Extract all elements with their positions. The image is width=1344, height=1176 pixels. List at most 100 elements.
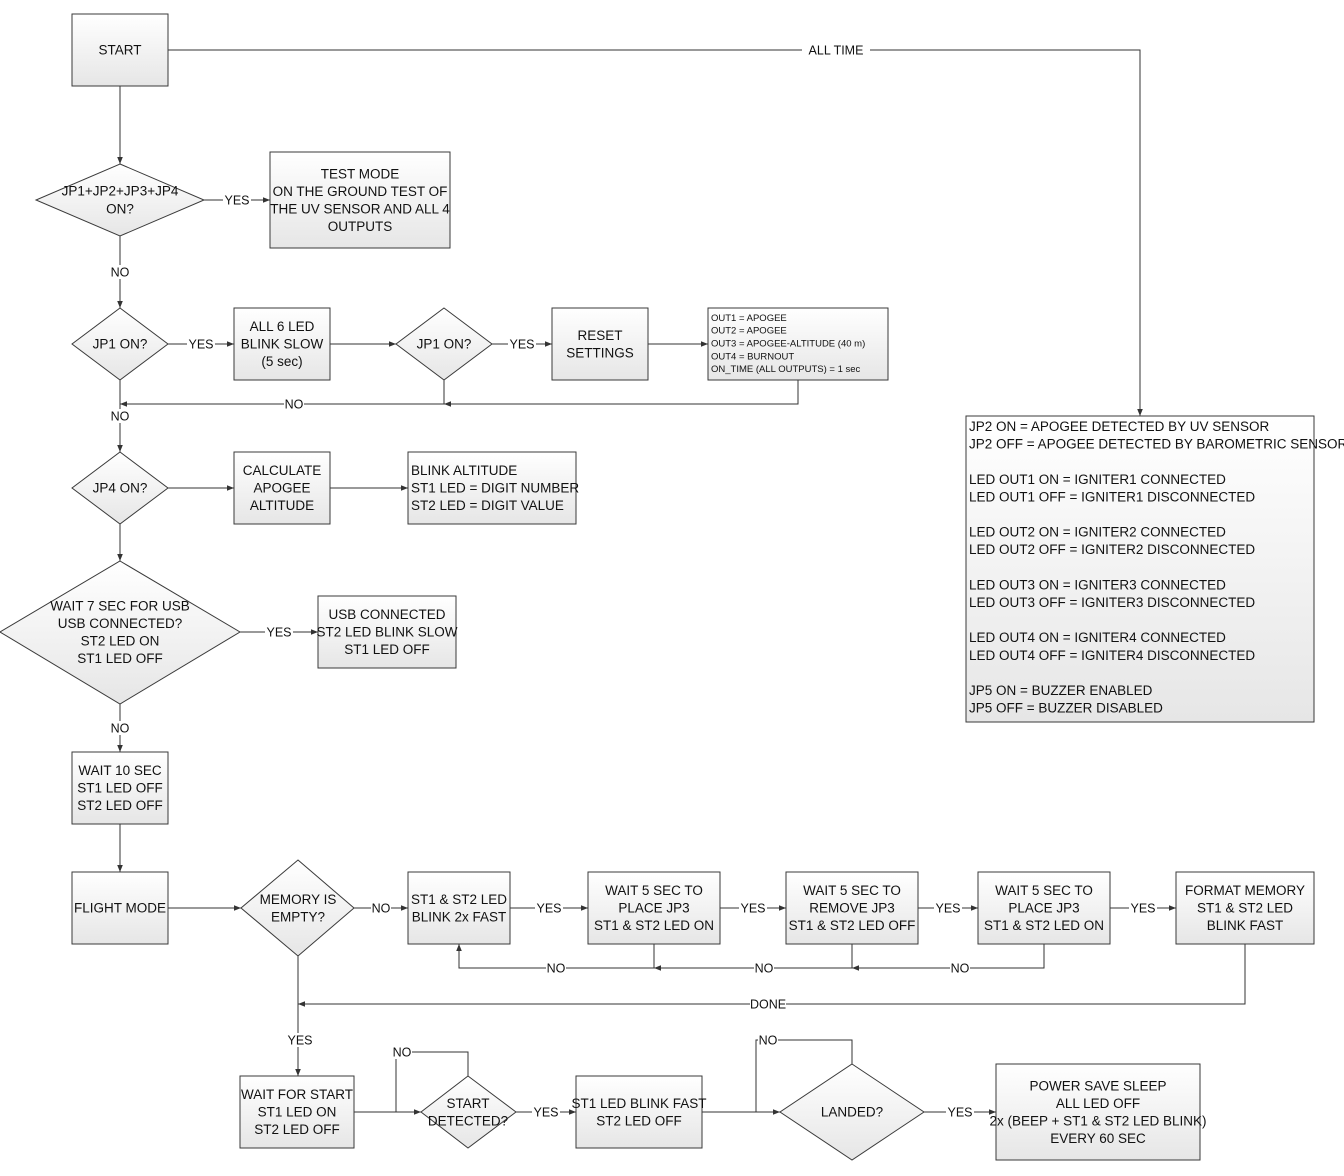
edge-label-bg bbox=[546, 961, 566, 975]
node-wait10 bbox=[71, 751, 169, 825]
node-text-jp-all: JP1+JP2+JP3+JP4 bbox=[62, 184, 179, 199]
node-text-test-mode: TEST MODE bbox=[321, 166, 400, 181]
node-flight bbox=[71, 871, 169, 945]
node-text-usb-wait: ST2 LED ON bbox=[81, 633, 160, 648]
edge-remove-no bbox=[654, 944, 853, 971]
edge-label-yes-place2: YES bbox=[1130, 902, 1155, 916]
edge-label-no-jp1a: NO bbox=[111, 410, 130, 424]
node-defaults bbox=[707, 307, 889, 381]
node-place2 bbox=[977, 871, 1111, 945]
node-usb-conn bbox=[317, 595, 457, 669]
node-text-wait-start: WAIT FOR START bbox=[241, 1087, 353, 1102]
legend-line: JP2 OFF = APOGEE DETECTED BY BAROMETRIC … bbox=[969, 437, 1344, 452]
node-text-st1-fast: ST1 LED BLINK FAST bbox=[571, 1096, 706, 1111]
node-text-sleep: 2x (BEEP + ST1 & ST2 LED BLINK) bbox=[990, 1113, 1207, 1128]
node-jp1-a bbox=[71, 307, 169, 381]
node-text-blink2x: ST1 & ST2 LED bbox=[411, 892, 507, 907]
node-sleep bbox=[995, 1063, 1201, 1161]
legend-line: LED OUT2 OFF = IGNITER2 DISCONNECTED bbox=[969, 542, 1255, 557]
node-jp-all bbox=[34, 163, 206, 237]
edge-label-yes-landed: YES bbox=[947, 1106, 972, 1120]
node-text-place1: PLACE JP3 bbox=[618, 901, 689, 916]
edge-label-no-remove: NO bbox=[755, 962, 774, 976]
node-text-usb-wait: ST1 LED OFF bbox=[77, 651, 163, 666]
node-text-format: FORMAT MEMORY bbox=[1185, 883, 1305, 898]
node-text-all6: BLINK SLOW bbox=[241, 337, 324, 352]
edge-label-yes-remove: YES bbox=[935, 902, 960, 916]
legend-line: LED OUT1 OFF = IGNITER1 DISCONNECTED bbox=[969, 489, 1255, 504]
node-remove bbox=[785, 871, 919, 945]
node-text-wait-start: ST2 LED OFF bbox=[254, 1122, 340, 1137]
node-text-format: BLINK FAST bbox=[1207, 918, 1284, 933]
edge-label-bg bbox=[371, 901, 391, 915]
node-text-remove: ST1 & ST2 LED OFF bbox=[789, 918, 916, 933]
node-jp1-b bbox=[395, 307, 493, 381]
edge-label-bg bbox=[508, 337, 536, 351]
node-text-remove: WAIT 5 SEC TO bbox=[803, 883, 901, 898]
node-landed bbox=[779, 1063, 925, 1161]
node-text-usb-wait: USB CONNECTED? bbox=[58, 616, 183, 631]
edge-label-no-landed: NO bbox=[759, 1034, 778, 1048]
legend-line: JP2 ON = APOGEE DETECTED BY UV SENSOR bbox=[969, 419, 1269, 434]
edge-label-yes-place1: YES bbox=[740, 902, 765, 916]
edge-label-bg bbox=[265, 625, 293, 639]
node-text-calc: ALTITUDE bbox=[250, 498, 314, 513]
node-text-all6: ALL 6 LED bbox=[250, 319, 315, 334]
node-text-st1-fast: ST2 LED OFF bbox=[596, 1113, 682, 1128]
node-text-calc: CALCULATE bbox=[243, 463, 322, 478]
node-text-sleep: EVERY 60 SEC bbox=[1050, 1131, 1146, 1146]
node-text-mem: MEMORY IS bbox=[260, 892, 337, 907]
node-text-usb-wait: WAIT 7 SEC FOR USB bbox=[50, 598, 190, 613]
edge-label-bg bbox=[223, 193, 251, 207]
edge-label-bg bbox=[187, 337, 215, 351]
node-text-wait10: WAIT 10 SEC bbox=[78, 763, 162, 778]
node-reset bbox=[551, 307, 649, 381]
node-text-reset: RESET bbox=[577, 328, 622, 343]
edge-label-all-time: ALL TIME bbox=[809, 44, 864, 58]
node-text-all6: (5 sec) bbox=[261, 354, 302, 369]
edge-label-bg bbox=[802, 43, 870, 57]
node-text-wait-start: ST1 LED ON bbox=[258, 1105, 337, 1120]
edge-label-yes-usb: YES bbox=[266, 626, 291, 640]
legend-line: LED OUT4 ON = IGNITER4 CONNECTED bbox=[969, 630, 1226, 645]
node-all6 bbox=[233, 307, 331, 381]
node-text-mem: EMPTY? bbox=[271, 909, 325, 924]
node-text-place1: ST1 & ST2 LED ON bbox=[594, 918, 714, 933]
node-text-defaults: OUT1 = APOGEE bbox=[711, 313, 787, 324]
node-text-usb-conn: USB CONNECTED bbox=[328, 607, 445, 622]
legend-line: JP5 ON = BUZZER ENABLED bbox=[969, 683, 1153, 698]
node-text-wait10: ST2 LED OFF bbox=[77, 798, 163, 813]
edge-label-bg bbox=[946, 1105, 974, 1119]
edge-label-bg bbox=[934, 901, 962, 915]
node-mem bbox=[240, 859, 355, 957]
legend-line: LED OUT1 ON = IGNITER1 CONNECTED bbox=[969, 472, 1226, 487]
node-text-blink-alt: BLINK ALTITUDE bbox=[411, 463, 517, 478]
node-st1-fast bbox=[575, 1075, 703, 1149]
edge-label-yes-jpall: YES bbox=[224, 194, 249, 208]
edge-label-no-place1: NO bbox=[547, 962, 566, 976]
node-start bbox=[71, 13, 169, 87]
node-wait-start bbox=[239, 1075, 355, 1149]
edge-label-bg bbox=[1129, 901, 1157, 915]
node-text-place1: WAIT 5 SEC TO bbox=[605, 883, 703, 898]
edge-place2-no bbox=[852, 944, 1045, 971]
edge-label-bg bbox=[110, 409, 130, 423]
node-text-start-det: START bbox=[446, 1096, 489, 1111]
edge-label-yes-jp1b: YES bbox=[509, 338, 534, 352]
edge-startdet-no bbox=[395, 1051, 469, 1112]
node-blink-alt bbox=[407, 451, 577, 525]
edge-label-yes-jp1a: YES bbox=[188, 338, 213, 352]
node-text-blink-alt: ST1 LED = DIGIT NUMBER bbox=[411, 481, 579, 496]
node-usb-wait bbox=[0, 560, 241, 705]
node-text-sleep: POWER SAVE SLEEP bbox=[1029, 1078, 1166, 1093]
edge-format-done bbox=[298, 944, 1246, 1007]
edge-label-bg bbox=[286, 1033, 314, 1047]
node-text-landed: LANDED? bbox=[821, 1105, 883, 1120]
node-text-test-mode: ON THE GROUND TEST OF bbox=[273, 184, 448, 199]
node-text-start-det: DETECTED? bbox=[428, 1113, 508, 1128]
node-text-remove: REMOVE JP3 bbox=[809, 901, 895, 916]
node-test-mode bbox=[269, 151, 451, 249]
node-text-blink2x: BLINK 2x FAST bbox=[412, 909, 507, 924]
node-text-wait10: ST1 LED OFF bbox=[77, 781, 163, 796]
